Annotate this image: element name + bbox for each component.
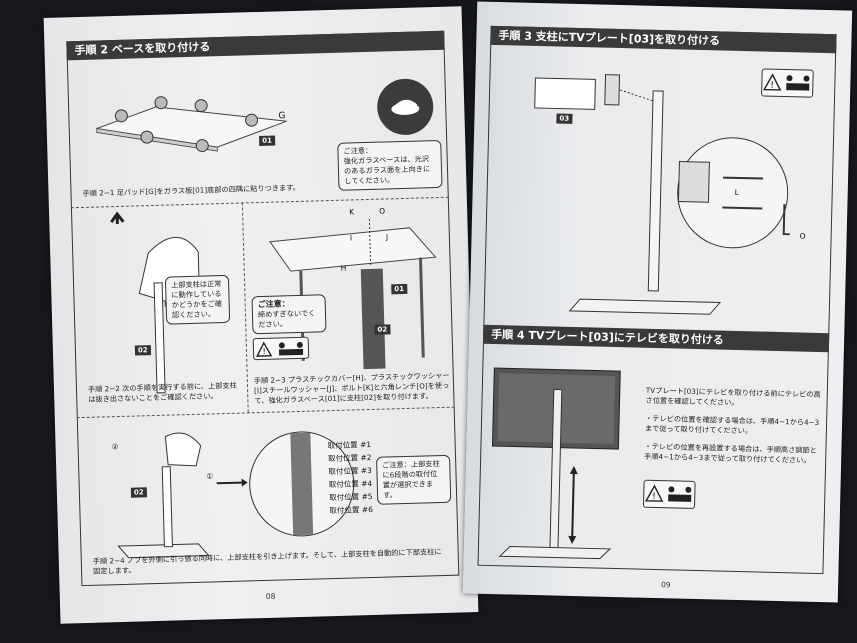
- hand-pole-illustration: [110, 211, 200, 394]
- svg-text:!: !: [652, 492, 656, 502]
- caution-glass-text: 強化ガラスベースは、光沢のあるガラス面を上向きにしてください。: [343, 154, 431, 186]
- left-page-number: 08: [265, 591, 276, 601]
- arrow-step-2: ②: [111, 442, 119, 452]
- upper-pole-note: 上部支柱は正常に動作しているかどうかをご確認ください。: [164, 274, 231, 325]
- caution-tighten-note: ご注意： 締めすぎないでください。: [251, 294, 327, 335]
- label-o-right: O: [799, 231, 806, 241]
- glass-tag-01-b: 01: [391, 283, 408, 295]
- tv-on-stand-illustration: [491, 367, 621, 560]
- label-l: L: [734, 187, 739, 197]
- svg-text:!: !: [770, 81, 774, 91]
- label-j: J: [385, 232, 389, 242]
- bolt-detail-circle: [677, 137, 790, 249]
- right-page-number: 09: [660, 580, 671, 590]
- pole-tag-02-b: 02: [374, 324, 391, 335]
- label-h: H: [340, 263, 347, 273]
- plate-tag-03: 03: [556, 113, 573, 124]
- position-6: 取付位置 #6: [329, 504, 374, 516]
- stand-plate-illustration: [534, 74, 722, 315]
- step2-2-caption: 手順 2−2 次の手順を実行する前に、上部支柱は抜き出さないことをご確認ください…: [87, 380, 237, 404]
- label-k: K: [349, 207, 355, 217]
- right-page: 手順 3 支柱にTVプレート[03]を取り付ける 03 ! L O 手順 4 T…: [462, 1, 853, 603]
- pole-tag-02-c: 02: [130, 487, 147, 498]
- position-detail-circle: [249, 431, 355, 537]
- position-4: 取付位置 #4: [328, 478, 373, 490]
- label-i: I: [349, 233, 353, 243]
- step4-text-3: ・テレビの位置を再設置する場合は、手順高さ調節と手順4−1から4−3まで従って取…: [644, 441, 818, 465]
- position-2: 取付位置 #2: [327, 452, 372, 464]
- positions-note: ご注意：上部支柱に6段階の取付位置が選択できます。: [376, 454, 452, 505]
- position-5: 取付位置 #5: [329, 491, 373, 503]
- step2-3-caption: 手順 2−3 プラスチックカバー[H]、プラスチックワッシャー[I]スチールワッ…: [253, 370, 450, 406]
- position-1: 取付位置 #1: [327, 439, 372, 451]
- caution-tighten-text: 締めすぎないでください。: [257, 308, 316, 330]
- caution-glass-note: ご注意： 強化ガラスベースは、光沢のあるガラス面を上向きにしてください。: [337, 139, 443, 191]
- step4-text-1: TVプレート[03]にテレビを取り付ける前にテレビの高さ位置を確認してください。: [645, 385, 821, 408]
- two-person-warning-icon-right: !: [761, 68, 814, 98]
- two-person-warning-icon: !: [252, 336, 310, 361]
- pole-tag-02: 02: [134, 345, 151, 356]
- pad-icons: [114, 96, 259, 153]
- svg-text:!: !: [262, 347, 265, 356]
- two-person-warning-icon-step4: !: [642, 479, 696, 509]
- position-3: 取付位置 #3: [328, 465, 372, 477]
- glass-plate-illustration: [96, 106, 287, 152]
- glass-base-icon: [377, 78, 434, 135]
- arrow-step-1: ①: [206, 471, 214, 481]
- left-page: 手順 2 ベースを取り付ける G 01 ご注意： 強化ガラスベースは、光沢のある…: [43, 6, 479, 624]
- knob-pull-illustration: [117, 432, 248, 559]
- label-o: O: [379, 206, 386, 216]
- step4-text-2: ・テレビの位置を確認する場合は、手順4−1から4−3まで従って取り付けてください…: [644, 413, 820, 436]
- position-list: 取付位置 #1 取付位置 #2 取付位置 #3 取付位置 #4 取付位置 #5 …: [328, 439, 374, 518]
